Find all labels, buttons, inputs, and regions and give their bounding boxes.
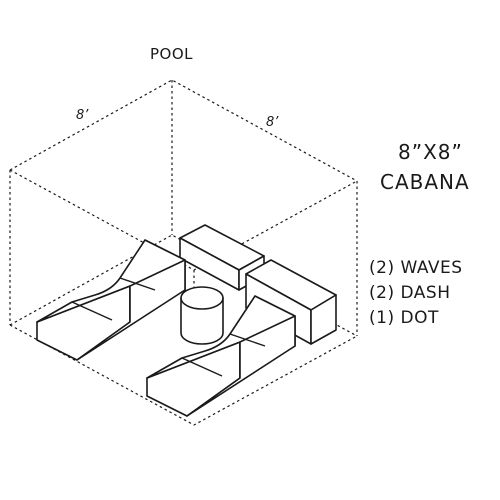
wave-right-crease-1 bbox=[181, 357, 223, 377]
piece-list-item-dash: (2) DASH bbox=[369, 283, 451, 303]
dash-front-side bbox=[310, 294, 337, 345]
piece-list-item-dot: (1) DOT bbox=[369, 308, 439, 328]
title-product: CABANA bbox=[380, 170, 470, 194]
wave-left-front-face bbox=[36, 285, 131, 361]
frame-top-back-edges bbox=[9, 79, 358, 182]
wave-right-crease-3 bbox=[254, 295, 296, 317]
wave-lounger-left bbox=[36, 239, 186, 361]
wave-right-front-face bbox=[146, 341, 241, 417]
wave-left-crease-3 bbox=[144, 239, 186, 261]
title-size: 8”X8” bbox=[398, 140, 463, 164]
dot-ottoman bbox=[180, 286, 224, 345]
dimension-right: 8’ bbox=[266, 115, 279, 130]
wave-left-crease-1 bbox=[71, 301, 113, 321]
piece-list: (2) WAVES (2) DASH (1) DOT bbox=[369, 256, 463, 331]
dot-body bbox=[180, 297, 224, 345]
pool-label: POOL bbox=[150, 45, 194, 63]
piece-list-item-waves: (2) WAVES bbox=[369, 258, 463, 278]
wave-left-crease-2 bbox=[119, 277, 156, 291]
wave-lounger-right bbox=[146, 295, 296, 417]
wave-right-side-face bbox=[186, 315, 296, 417]
dot-top bbox=[180, 286, 224, 310]
dimension-left: 8’ bbox=[76, 108, 89, 123]
wave-right-crease-2 bbox=[229, 333, 266, 347]
wave-left-side-face bbox=[76, 259, 186, 361]
frame-floor-front-edges bbox=[9, 324, 358, 426]
